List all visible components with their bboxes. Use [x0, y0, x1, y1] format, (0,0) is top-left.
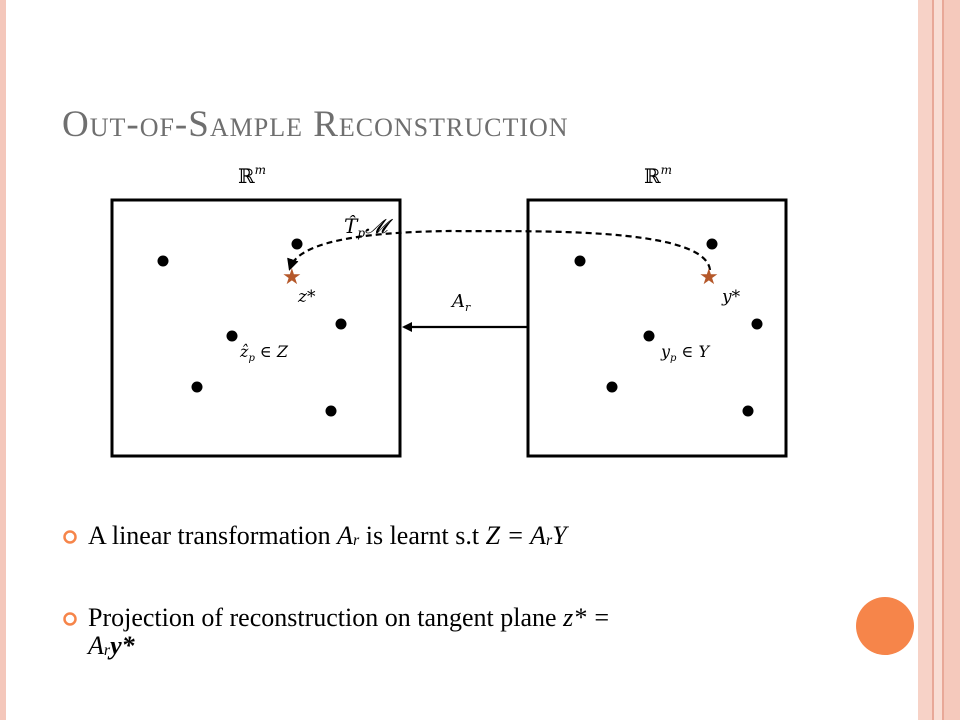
slide-title: Out-of-Sample Reconstruction: [62, 104, 569, 145]
left-point: [226, 330, 238, 342]
right-point: [643, 330, 655, 342]
y-star-icon: ★: [699, 265, 719, 290]
right-edge-line-1: [932, 0, 934, 720]
right-space-label: ℝm: [644, 163, 672, 188]
z-set-label: ẑp ∈ Z: [239, 342, 289, 364]
left-point: [335, 318, 347, 330]
y-star-label: y*: [721, 287, 741, 307]
left-space-box: [110, 198, 402, 458]
bullet-ring-icon: [63, 612, 77, 626]
bullet-ring-icon: [63, 530, 77, 544]
right-point: [751, 318, 763, 330]
right-point: [574, 255, 586, 267]
left-point: [325, 405, 337, 417]
transformation-label: Ar: [450, 291, 471, 314]
right-edge-stripe-1: [918, 0, 932, 720]
left-point: [291, 238, 303, 250]
y-set-label: yp ∈ Y: [660, 342, 710, 364]
right-point: [706, 238, 718, 250]
left-space-label: ℝm: [238, 163, 266, 188]
right-space-box: [526, 198, 788, 458]
left-point: [157, 255, 169, 267]
right-edge-stripe-3: [944, 0, 960, 720]
decorative-orange-circle: [856, 597, 914, 655]
left-point: [191, 381, 203, 393]
right-point: [606, 381, 618, 393]
left-edge-stripe: [0, 0, 6, 720]
right-edge-stripe-2: [934, 0, 942, 720]
z-star-label: z*: [297, 287, 316, 307]
bullet-text: A linear transformation Ar is learnt s.t…: [88, 521, 567, 550]
z-star-icon: ★: [282, 265, 302, 290]
right-edge-line-2: [942, 0, 944, 720]
bullet-text: Projection of reconstruction on tangent …: [88, 603, 611, 660]
projection-dashed-arrow: [287, 229, 712, 271]
right-point: [742, 405, 754, 417]
